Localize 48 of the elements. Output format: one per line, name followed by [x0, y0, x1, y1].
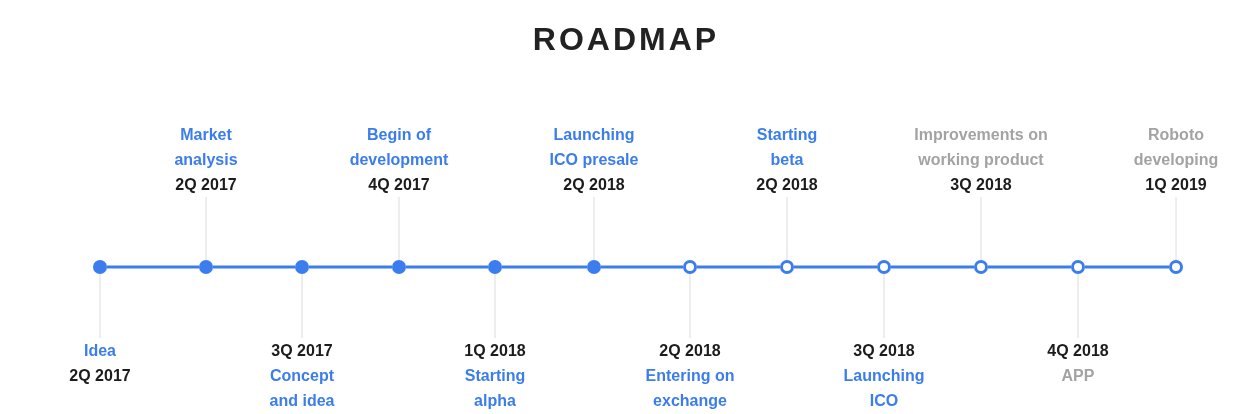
timeline-ring-icon	[1071, 260, 1085, 274]
date-label: 3Q 2017	[271, 341, 333, 361]
milestone-label: Launching ICO	[842, 366, 926, 411]
timeline-ring-icon	[1169, 260, 1183, 274]
milestone-label: Improvements on working product	[913, 125, 1049, 170]
milestone-label: Begin of development	[348, 125, 450, 170]
milestone-label: APP	[1061, 366, 1095, 386]
timeline-ring-icon	[877, 260, 891, 274]
timeline-dot-icon	[587, 260, 601, 274]
timeline-line	[107, 265, 199, 269]
timeline-line	[1085, 265, 1169, 269]
timeline-line	[601, 265, 683, 269]
timeline-line	[213, 265, 295, 269]
timeline-dot-icon	[392, 260, 406, 274]
date-label: 2Q 2018	[659, 341, 721, 361]
date-label: 4Q 2018	[1047, 341, 1109, 361]
milestone-label: Entering on exchange	[644, 366, 736, 411]
timeline-line	[794, 265, 877, 269]
milestone-label: Idea	[84, 341, 116, 361]
date-label: 3Q 2018	[853, 341, 915, 361]
timeline-line	[502, 265, 587, 269]
date-label: 1Q 2019	[1145, 175, 1207, 195]
timeline-line	[309, 265, 392, 269]
timeline-line	[406, 265, 488, 269]
date-label: 1Q 2018	[464, 341, 526, 361]
timeline-dot-icon	[488, 260, 502, 274]
date-label: 3Q 2018	[950, 175, 1012, 195]
timeline-ring-icon	[780, 260, 794, 274]
timeline-dot-icon	[93, 260, 107, 274]
milestone-label: Starting alpha	[463, 366, 527, 411]
milestone-label: Launching ICO presale	[548, 125, 640, 170]
timeline-line	[891, 265, 974, 269]
date-label: 2Q 2018	[756, 175, 818, 195]
milestone-label: Starting beta	[755, 125, 819, 170]
timeline-line	[988, 265, 1071, 269]
milestone-label: Market analysis	[173, 125, 239, 170]
timeline-line	[697, 265, 780, 269]
milestone-label: Roboto developing	[1132, 125, 1220, 170]
date-label: 2Q 2017	[69, 366, 131, 386]
date-label: 2Q 2017	[175, 175, 237, 195]
timeline-ring-icon	[683, 260, 697, 274]
timeline-dot-icon	[295, 260, 309, 274]
date-label: 4Q 2017	[368, 175, 430, 195]
timeline-dot-icon	[199, 260, 213, 274]
date-label: 2Q 2018	[563, 175, 625, 195]
milestone-label: Concept and idea	[268, 366, 336, 411]
diagram-title: ROADMAP	[532, 20, 720, 58]
timeline-ring-icon	[974, 260, 988, 274]
